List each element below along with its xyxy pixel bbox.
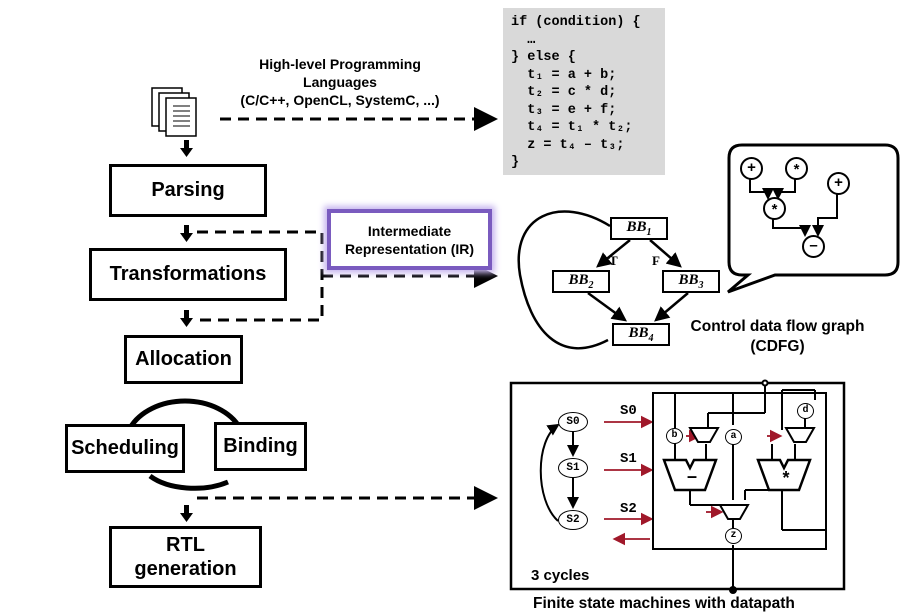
alu-sub-label: – [686,466,697,486]
cycle-arc-bottom [148,473,229,491]
cdfg-caption-line1: Control data flow graph [690,318,865,335]
fsm-state-s0: S0 [558,412,588,432]
fsmd-caption: Finite state machines with datapath [533,595,795,612]
cdfg-bb1: BB1 [610,217,668,240]
source-label-line1: High-level Programming [259,56,421,72]
code-line: } [511,155,520,170]
binding-label: Binding [223,435,298,457]
branch-false-label: F [652,253,660,268]
cdfg-bb2: BB2 [552,270,610,293]
dfg-op-mul-1: * [785,157,808,180]
register-b: b [666,428,683,444]
dfg-op-plus-2: + [827,172,850,195]
signal-label-s1: S1 [620,451,637,467]
signal-label-s2: S2 [620,501,637,517]
code-line: if (condition) { [511,15,641,30]
dfg-edges [749,177,838,237]
code-line: t₄ = t₁ * t₂; [511,120,633,135]
cycles-label: 3 cycles [531,567,590,584]
code-line: t₃ = e + f; [511,102,617,118]
code-line: } else { [511,50,576,65]
document-icon [151,87,197,137]
register-a: a [725,429,742,445]
parsing-label: Parsing [151,179,225,201]
allocation-box: Allocation [124,335,243,384]
code-line: t₁ = a + b; [511,67,617,83]
cdfg-caption: Control data flow graph (CDFG) [670,317,885,357]
fsm-state-s2: S2 [558,510,588,530]
down-arrows [180,140,193,522]
transformations-box: Transformations [89,248,287,301]
fsm-state-s1: S1 [558,458,588,478]
ir-label-line1: Intermediate [367,222,452,239]
source-language-label: High-level Programming Languages (C/C++,… [210,55,470,109]
muxes [688,427,816,520]
cdfg-edges [587,239,689,322]
alu-units [662,458,812,492]
scheduling-label: Scheduling [71,437,179,459]
scheduling-box: Scheduling [65,424,185,473]
cdfg-caption-line2: (CDFG) [750,338,805,355]
dfg-op-mul-2: * [763,197,786,220]
branch-true-label: T [609,253,618,268]
parsing-box: Parsing [109,164,267,217]
dfg-op-minus: – [802,235,825,258]
cdfg-loop [517,210,611,350]
transformations-label: Transformations [109,263,267,285]
rtl-generation-box: RTL generation [109,526,262,588]
rtl-label-line2: generation [134,558,237,580]
code-snippet: if (condition) { … } else { t₁ = a + b; … [503,8,665,175]
allocation-label: Allocation [135,348,232,370]
control-signals [604,415,783,546]
register-d: d [797,403,814,419]
ir-box: Intermediate Representation (IR) [327,209,492,270]
cdfg-bb3: BB3 [662,270,720,293]
alu-mul-label: * [782,468,790,488]
code-line: … [511,32,536,48]
register-z: z [725,528,742,544]
code-line: t₂ = c * d; [511,85,617,100]
code-line: z = t₄ – t₃; [511,137,625,153]
fsm-transitions [539,423,579,522]
rtl-label-line1: RTL [166,534,205,556]
cdfg-bb4: BB4 [612,323,670,346]
binding-box: Binding [214,422,307,471]
dfg-op-plus-1: + [740,157,763,180]
source-label-line2: Languages [303,74,377,90]
signal-label-s0: S0 [620,403,637,419]
fsmd-frame [509,381,846,591]
source-label-line3: (C/C++, OpenCL, SystemC, ...) [240,92,440,108]
ir-label-line2: Representation (IR) [344,240,475,257]
datapath-wires [652,379,827,594]
cycle-arc-top [127,398,243,430]
dfg-bubble [727,143,900,294]
